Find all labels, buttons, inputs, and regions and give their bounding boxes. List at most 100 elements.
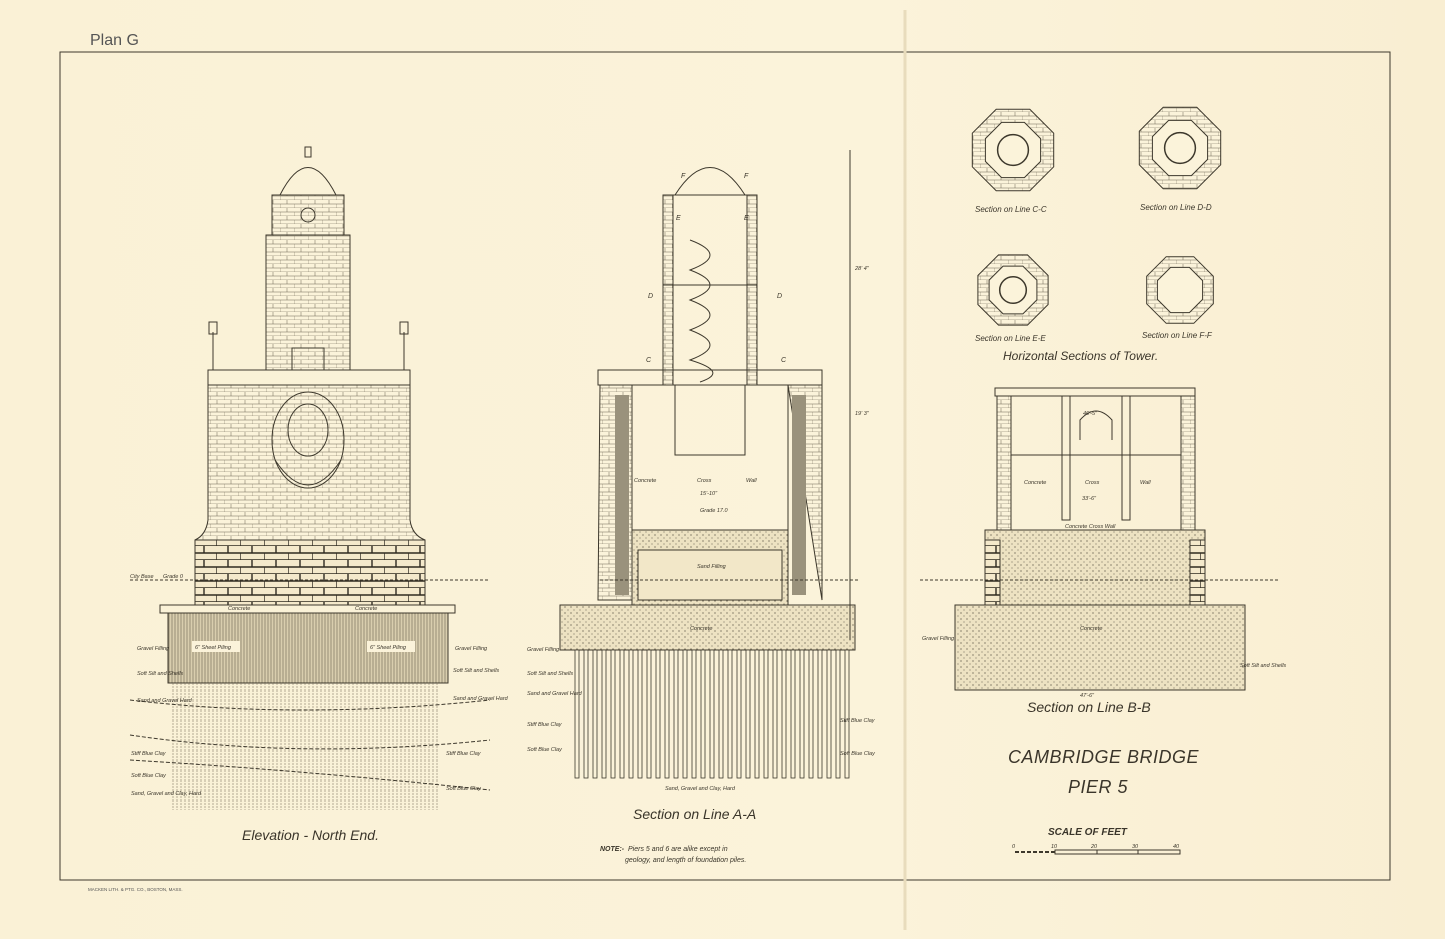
label-concrete: Concrete bbox=[1024, 480, 1046, 486]
printer-credit: MACKEN LITH. & PTG. CO., BOSTON, MASS. bbox=[88, 887, 183, 892]
foundation-pile bbox=[592, 649, 598, 779]
label-dim-mid: 19' 3" bbox=[855, 411, 870, 417]
foundation-pile bbox=[844, 649, 850, 779]
label-dim-bottom: 47'-6" bbox=[1080, 693, 1095, 699]
spiral-stair-plan-icon bbox=[998, 275, 1028, 305]
foundation-pile bbox=[655, 649, 661, 779]
foundation-pile bbox=[637, 649, 643, 779]
foundation-piles bbox=[170, 683, 440, 810]
label-sand-gravel-clay: Sand, Gravel and Clay, Hard bbox=[665, 786, 736, 792]
foundation-pile bbox=[817, 649, 823, 779]
label-concrete: Concrete bbox=[634, 478, 656, 484]
lamp-right bbox=[399, 321, 409, 370]
label-soft-clay-left: Soft Blue Clay bbox=[527, 747, 563, 753]
tower-section-interior bbox=[988, 265, 1038, 315]
title-line-1: CAMBRIDGE BRIDGE bbox=[1008, 747, 1200, 767]
clock-stage bbox=[271, 194, 345, 236]
foundation-pile bbox=[790, 649, 796, 779]
foundation-pile bbox=[718, 649, 724, 779]
foundation-pile bbox=[646, 649, 652, 779]
label-section-c-c: Section on Line C-C bbox=[975, 205, 1047, 214]
label-soft-clay-left: Soft Blue Clay bbox=[131, 773, 167, 779]
label-sand-gravel-left: Sand and Gravel Hard bbox=[137, 698, 193, 704]
section-a-a: F F E E D D C C Concrete Cross Wall 15'-… bbox=[527, 150, 876, 864]
label-concrete-base: Concrete bbox=[1080, 626, 1102, 632]
caption-elevation: Elevation - North End. bbox=[242, 827, 379, 843]
scale-tick: 0 bbox=[1012, 844, 1016, 850]
section-tower bbox=[662, 194, 758, 386]
label-concrete-left: Concrete bbox=[228, 606, 250, 612]
label-concrete-cross-wall: Concrete Cross Wall bbox=[1065, 524, 1116, 530]
label-dim: 15'-10" bbox=[700, 491, 718, 497]
note-line-1: Piers 5 and 6 are alike except in bbox=[628, 846, 728, 853]
label-grade-17: Grade 17.0 bbox=[700, 508, 728, 514]
note-line-2: geology, and length of foundation piles. bbox=[625, 857, 746, 864]
label-cross: Cross bbox=[1085, 480, 1100, 486]
label-dim-mid: 33'-6" bbox=[1082, 496, 1097, 502]
scale-bar: 0 10 20 30 40 bbox=[1012, 844, 1181, 855]
caption-section-a-a: Section on Line A-A bbox=[633, 806, 756, 822]
label-gravel-filling: Gravel Filling bbox=[527, 647, 560, 653]
label-sand-gravel: Sand and Gravel Hard bbox=[527, 691, 583, 697]
label-soft-clay-right: Soft Blue Clay bbox=[840, 751, 876, 757]
label-gravel-filling-left: Gravel Filling bbox=[137, 646, 170, 652]
foundation-pile bbox=[691, 649, 697, 779]
label-dim-top: 28' 4" bbox=[854, 266, 870, 272]
letter-f: F bbox=[744, 173, 749, 180]
city-seal-ornament bbox=[271, 391, 345, 489]
title-line-2: PIER 5 bbox=[1068, 777, 1129, 797]
foundation-pile bbox=[745, 649, 751, 779]
letter-c: C bbox=[781, 357, 787, 364]
tower-section-interior bbox=[984, 121, 1042, 179]
letter-c: C bbox=[646, 357, 652, 364]
foundation-pile bbox=[781, 649, 787, 779]
note-prefix: NOTE:- bbox=[600, 846, 625, 853]
label-soft-silt: Soft Silt and Shells bbox=[527, 671, 573, 677]
tower-shaft bbox=[265, 234, 351, 371]
label-stiff-clay-left: Stiff Blue Clay bbox=[131, 751, 167, 757]
label-gravel-filling: Gravel Filling bbox=[922, 636, 955, 642]
label-soft-clay-right: Soft Blue Clay bbox=[446, 786, 482, 792]
scale-title: SCALE OF FEET bbox=[1048, 827, 1128, 838]
foundation-pile bbox=[763, 649, 769, 779]
label-concrete-base: Concrete bbox=[690, 626, 712, 632]
label-grade-0: Grade 0 bbox=[163, 574, 184, 580]
tower-section-interior bbox=[1151, 119, 1209, 177]
foundation-pile bbox=[664, 649, 670, 779]
foundation-pile bbox=[700, 649, 706, 779]
label-section-e-e: Section on Line E-E bbox=[975, 334, 1046, 343]
label-section-f-f: Section on Line F-F bbox=[1142, 331, 1213, 340]
spiral-stair bbox=[688, 239, 714, 383]
foundation-pile bbox=[628, 649, 634, 779]
foundation-piles-a-a bbox=[574, 649, 850, 779]
concrete-foundation bbox=[559, 604, 856, 651]
label-concrete-right: Concrete bbox=[355, 606, 377, 612]
letter-d: D bbox=[648, 293, 653, 300]
elevation-north-end: 6" Sheet Piling 6" Sheet Piling Concrete… bbox=[129, 146, 509, 843]
label-soft-silt-left: Soft Silt and Shells bbox=[137, 671, 183, 677]
foundation-pile bbox=[808, 649, 814, 779]
clock-icon bbox=[300, 207, 316, 223]
label-soft-silt: Soft Silt and Shells bbox=[1240, 663, 1286, 669]
foundation-pile bbox=[601, 649, 607, 779]
foundation-pile bbox=[682, 649, 688, 779]
label-wall: Wall bbox=[1140, 480, 1151, 486]
label-sand-filling: Sand Filling bbox=[697, 564, 727, 570]
scale-tick: 40 bbox=[1173, 844, 1180, 850]
label-cross: Cross bbox=[697, 478, 712, 484]
foundation-pile bbox=[610, 649, 616, 779]
label-section-d-d: Section on Line D-D bbox=[1140, 203, 1212, 212]
label-sand-gravel-clay-left: Sand, Gravel and Clay, Hard bbox=[131, 791, 202, 797]
label-city-base: City Base bbox=[130, 574, 154, 580]
foundation-pile bbox=[709, 649, 715, 779]
drawing-border bbox=[59, 51, 1391, 881]
label-stiff-clay-right: Stiff Blue Clay bbox=[840, 718, 876, 724]
section-b-b: 46'-5" Concrete Cross Wall 33'-6" Concre… bbox=[920, 387, 1286, 715]
foundation-pile bbox=[619, 649, 625, 779]
label-soft-silt-right: Soft Silt and Shells bbox=[453, 668, 499, 674]
label-sand-gravel-right: Sand and Gravel Hard bbox=[453, 696, 509, 702]
scale-tick: 20 bbox=[1090, 844, 1098, 850]
foundation-pile bbox=[799, 649, 805, 779]
pier-body bbox=[194, 384, 426, 541]
